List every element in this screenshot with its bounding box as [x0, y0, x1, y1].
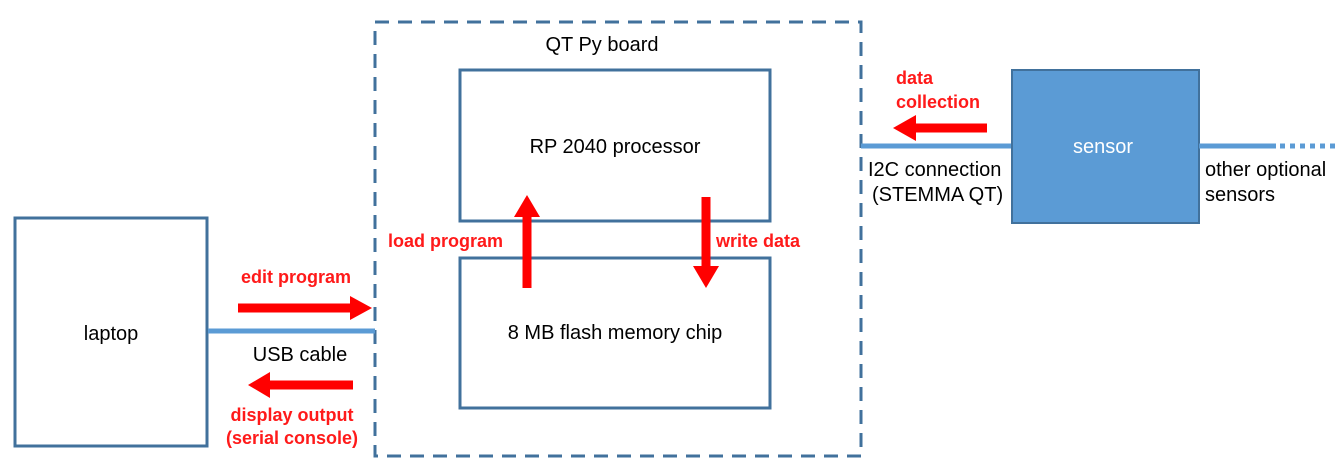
data-collection-arrowhead: [893, 115, 916, 141]
stemma-qt-label: (STEMMA QT): [872, 184, 1004, 206]
data-collection-label-line2: collection: [896, 92, 981, 112]
load-program-label: load program: [388, 231, 504, 251]
display-output-arrowhead: [248, 372, 270, 398]
laptop-label: laptop: [83, 323, 139, 345]
other-sensors-label-line2: sensors: [1205, 184, 1276, 206]
processor-label: RP 2040 processor: [529, 136, 701, 158]
other-sensors-label-line1: other optional: [1205, 159, 1327, 181]
sensor-label: sensor: [1072, 136, 1134, 158]
board-title: QT Py board: [545, 34, 659, 56]
edit-program-label: edit program: [240, 267, 352, 287]
laptop-box: [13, 216, 209, 448]
flash-memory-label: 8 MB flash memory chip: [507, 322, 723, 344]
qt-py-board-boundary: [373, 20, 863, 458]
i2c-connection-label: I2C connection: [868, 159, 1002, 181]
sensor-box: [1011, 69, 1200, 224]
flash-memory-box: [458, 256, 772, 410]
data-collection-label-line1: data: [896, 68, 934, 88]
processor-box: [458, 68, 772, 223]
usb-cable-label: USB cable: [252, 344, 348, 366]
display-output-label: display output: [230, 405, 354, 425]
write-data-label: write data: [716, 231, 801, 251]
serial-console-label: (serial console): [225, 428, 359, 448]
write-data-arrowhead: [693, 266, 719, 288]
edit-program-arrowhead: [350, 296, 372, 320]
load-program-arrowhead: [514, 195, 540, 217]
